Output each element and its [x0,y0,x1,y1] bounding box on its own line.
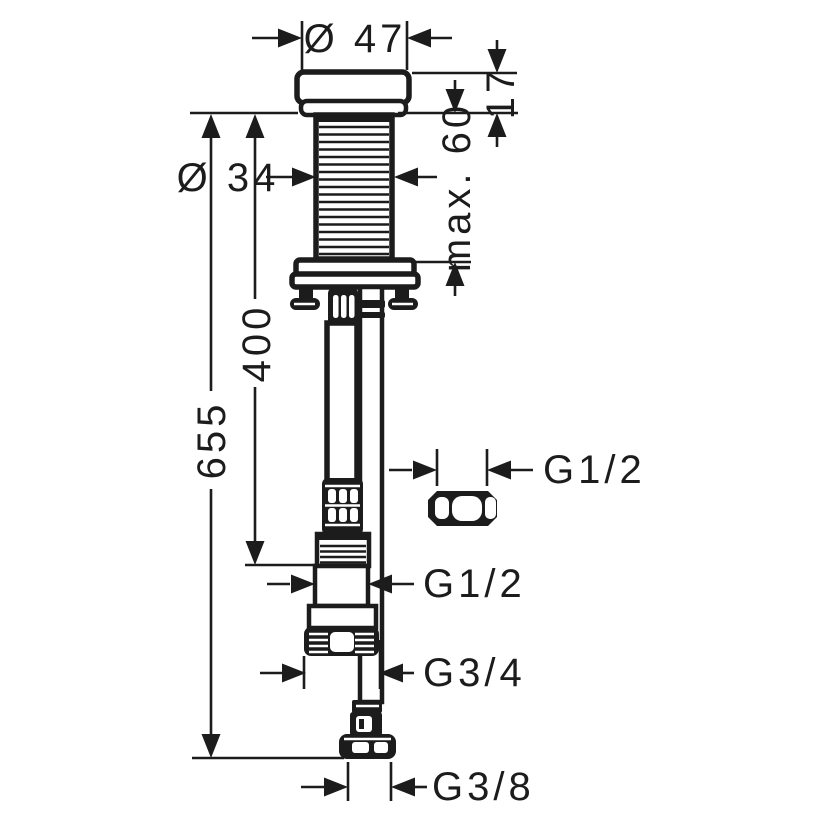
dim-pipe-outlet-thread: G3/8 [301,762,535,809]
union-nut-window-left [435,497,449,519]
shaft-diameter-right-arrow [394,167,418,187]
union-nut-right-arrow [487,460,511,480]
total-length-top-arrow [201,114,221,138]
bellows-slot-3 [349,295,355,318]
cap-height-extension-lines [398,71,518,115]
braid-bands [325,484,360,527]
flange-plate-lower [289,271,421,290]
dim-hose-outlet-thread: G1/2 [267,562,526,606]
hose-length-bottom-arrow [245,541,265,565]
hose-outlet-left-arrow [291,574,315,594]
pipe-end-fitting [339,700,396,759]
braid-slot-5 [339,508,347,522]
left-screw-shaft [299,287,313,300]
cap-diameter-extension-lines [300,21,409,70]
flexible-hose [304,288,379,656]
cap-height-top-arrow [487,49,507,73]
dim-adapter-thread: G3/4 [260,640,526,695]
pipe-outlet-thread-label: G3/8 [432,765,535,809]
mounting-flange [289,257,421,310]
hose-length-label: 400 [235,304,279,383]
total-length-label: 655 [190,401,234,480]
cap [294,69,412,118]
dim-max-mounting-depth: max. 60 [413,80,479,296]
pipe-outlet-left-arrow [324,777,348,797]
pipe-end-hole-1 [352,742,369,753]
hose-outlet-right-arrow [368,574,392,594]
union-nut-left-arrow [413,460,437,480]
pipe-end-hole-2 [374,742,388,753]
cap-height-bottom-arrow [487,113,507,137]
adapter-left-arrow [282,663,306,683]
adapter-top-band [317,533,369,540]
union-nut-detail [428,491,497,526]
knurl-lines [309,632,374,654]
pipe-collar-band-1 [357,300,385,308]
braid-slot-6 [350,508,358,522]
bellows-slot-2 [341,295,347,318]
max-depth-label: max. 60 [435,102,479,272]
bellows-slot-1 [333,295,339,318]
pipe-collar-band-2 [357,312,385,318]
dim-hose-length: 400 [235,114,316,567]
pipe-outlet-right-arrow [391,777,415,797]
hose-length-top-arrow [245,114,265,138]
thread-hatch [319,125,389,256]
dim-union-nut-thread: G1/2 [389,448,646,492]
dim-shaft-diameter: Ø 34 [177,156,437,200]
union-nut-extension-lines [435,449,489,486]
adapter-right-arrow [379,663,403,683]
threaded-shaft [313,112,395,262]
shaft-diameter-label: Ø 34 [177,156,280,200]
dim-total-length: 655 [190,114,344,760]
cap-top [294,69,412,106]
braid-slot-3 [350,489,358,503]
right-screw-shaft [395,287,409,300]
adapter-thread-label: G3/4 [423,651,526,695]
cap-diameter-right-arrow [407,28,431,48]
union-nut-thread-label: G1/2 [543,448,646,492]
braid-slot-4 [328,508,336,522]
braid-slot-2 [339,489,347,503]
hose-hex-block [306,603,379,631]
union-nut-window-right [485,497,496,519]
pipe-end-window-mark [359,719,364,729]
adapter-hatch [320,544,366,564]
hose-tube [324,320,360,484]
cap-diameter-left-arrow [278,28,302,48]
shaft-diameter-left-arrow [292,167,316,187]
total-length-bottom-arrow [201,734,221,758]
max-depth-top-arrow [445,89,465,113]
cap-height-label: 17 [479,67,523,120]
hose-outlet-cylinder [312,563,371,609]
cap-diameter-label: Ø 47 [304,17,407,61]
dim-cap-height: 17 [398,40,523,147]
pipe-outlet-extension-lines [346,762,393,801]
thread-top-band [316,114,392,122]
max-depth-bottom-arrow [445,262,465,286]
braid-slot-1 [328,489,336,503]
union-nut-window-center [452,496,482,521]
hose-outlet-thread-label: G1/2 [423,562,526,606]
knurled-nut-window [330,632,354,652]
dim-cap-diameter: Ø 47 [252,17,452,70]
